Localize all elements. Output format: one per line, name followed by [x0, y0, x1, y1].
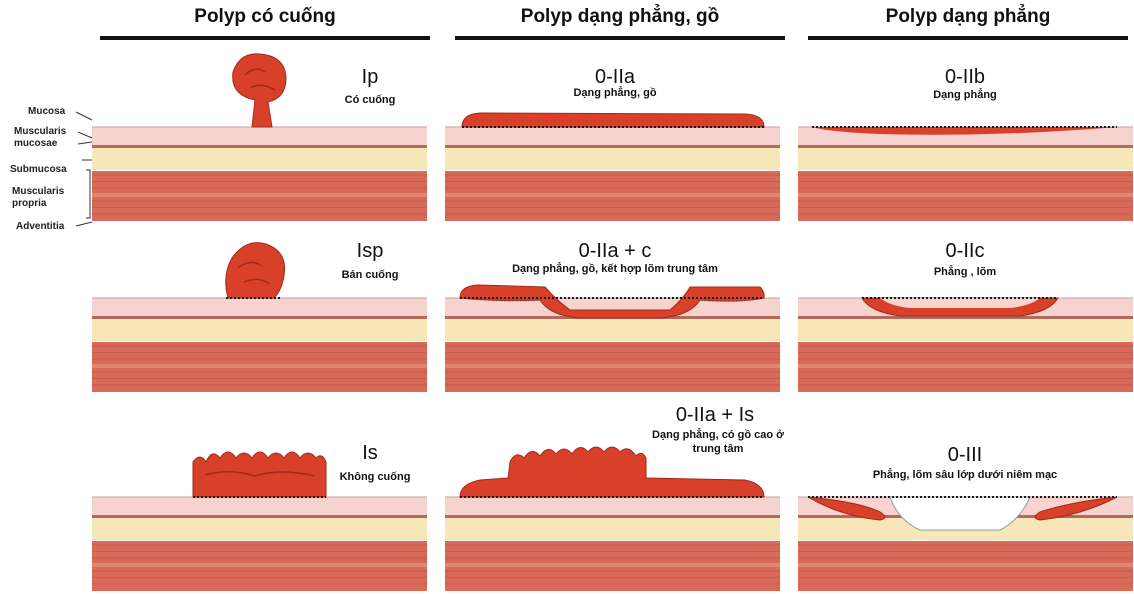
panel-ip-muscularis-mucosae [92, 145, 427, 148]
panel-isp-mucosa-layer [92, 298, 427, 316]
lesion-0-iia-is [460, 447, 764, 497]
panel-0-iib-submucosa-layer [798, 148, 1133, 170]
panel-0-iia-is-muscularis-mucosae [445, 515, 780, 518]
lesion-ip-polyp [233, 54, 286, 127]
panel-0-iia-muscularis-mucosae [445, 145, 780, 148]
panel-0-iia-c-muscle-separator [445, 364, 780, 368]
panel-is-muscle-separator [92, 563, 427, 567]
panel-isp-muscularis-mucosae [92, 316, 427, 319]
panel-is-mucosa-layer [92, 497, 427, 515]
panel-isp-muscle-separator [92, 364, 427, 368]
panel-0-iia-muscle-separator [445, 193, 780, 197]
panel-0-iia-is-submucosa-layer [445, 518, 780, 540]
panel-is-muscularis-mucosae [92, 515, 427, 518]
panel-ip-muscle-separator [92, 193, 427, 197]
panel-0-iib-muscularis-mucosae [798, 145, 1133, 148]
panel-0-iia-c-submucosa-layer [445, 319, 780, 341]
panel-0-iic-muscle-separator [798, 364, 1133, 368]
panel-ip-submucosa-layer [92, 148, 427, 170]
lesion-isp-polyp [226, 243, 285, 298]
panel-isp-submucosa-layer [92, 319, 427, 341]
panel-0-iib-muscle-separator [798, 193, 1133, 197]
lesion-0-iii-ulcer [890, 497, 1030, 530]
panel-0-iia-submucosa-layer [445, 148, 780, 170]
lesion-0-iic-crater [880, 298, 1040, 308]
panel-is-submucosa-layer [92, 518, 427, 540]
lesion-0-iia [462, 113, 764, 127]
panel-0-iia-mucosa-layer [445, 127, 780, 145]
panel-0-iia-is-mucosa-layer [445, 497, 780, 515]
panel-0-iii-muscle-separator [798, 563, 1133, 567]
panel-0-iic-submucosa-layer [798, 319, 1133, 341]
panel-0-iia-is-muscle-separator [445, 563, 780, 567]
panel-ip-mucosa-layer [92, 127, 427, 145]
